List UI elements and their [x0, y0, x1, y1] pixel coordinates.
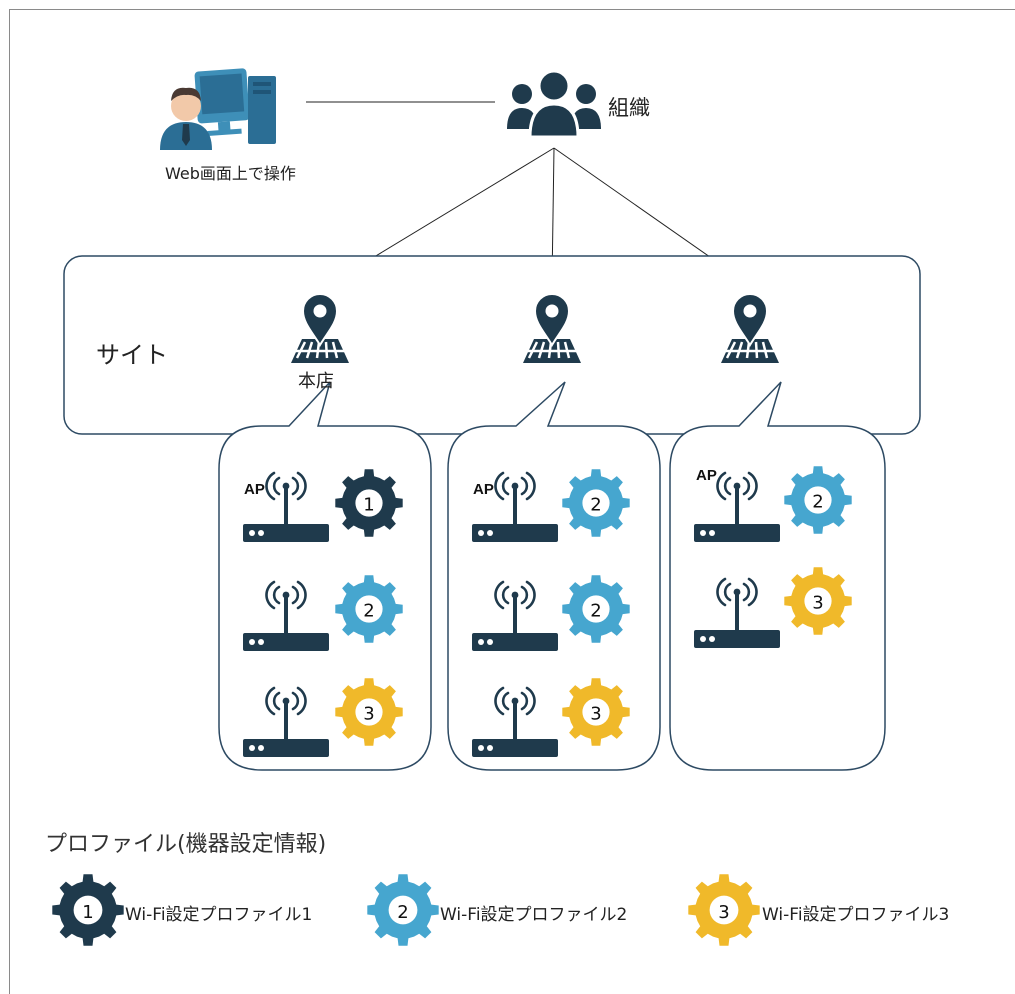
operator-label: Web画面上で操作: [165, 164, 296, 183]
ap-tag-site-3: AP: [696, 467, 717, 484]
site-panel-3: [669, 381, 886, 771]
ap-tag-site-1: AP: [244, 481, 265, 498]
profile-gear-site2-ap2-number: 2: [590, 600, 601, 621]
legend-gear-icon-1: 1: [52, 874, 124, 946]
profile-gear-site2-ap3: 3: [562, 678, 630, 746]
legend-gear-icon-2: 2: [367, 874, 439, 946]
legend-gear-icon-1-number: 1: [82, 902, 93, 923]
profile-gear-site1-ap2: 2: [335, 575, 403, 643]
profile-gear-site2-ap1: 2: [562, 469, 630, 537]
legend-gear-icon-3-number: 3: [718, 902, 729, 923]
legend-gear-icon-3: 3: [688, 874, 760, 946]
legend-item-label-3: Wi-Fi設定プロファイル3: [762, 905, 950, 925]
profile-gear-site2-ap1-number: 2: [590, 494, 601, 515]
profile-gear-site1-ap3-number: 3: [363, 703, 374, 724]
legend-title: プロファイル(機器設定情報): [45, 832, 327, 857]
profile-gear-site1-ap1: 1: [335, 469, 403, 537]
legend-item-label-2: Wi-Fi設定プロファイル2: [440, 905, 628, 925]
site-name-main: 本店: [298, 371, 334, 392]
diagram-frame: [9, 9, 1015, 994]
organization-people-icon: [507, 69, 601, 139]
profile-gear-site1-ap2-number: 2: [363, 600, 374, 621]
ap-tag-site-2: AP: [473, 481, 494, 498]
profile-gear-site3-ap1-number: 2: [812, 491, 823, 512]
operator-pc-icon: [160, 68, 276, 150]
profile-gear-site2-ap3-number: 3: [590, 703, 601, 724]
legend-item-label-1: Wi-Fi設定プロファイル1: [125, 905, 313, 925]
profile-gear-site3-ap2: 3: [784, 567, 852, 635]
profile-gear-site3-ap2-number: 3: [812, 592, 823, 613]
legend-gear-icon-2-number: 2: [397, 902, 408, 923]
profile-gear-site1-ap3: 3: [335, 678, 403, 746]
profile-gear-site1-ap1-number: 1: [363, 494, 374, 515]
organization-label: 組織: [608, 96, 650, 120]
profile-gear-site2-ap2: 2: [562, 575, 630, 643]
site-container: [63, 255, 921, 435]
profile-gear-site3-ap1: 2: [784, 466, 852, 534]
site-label: サイト: [96, 341, 168, 369]
